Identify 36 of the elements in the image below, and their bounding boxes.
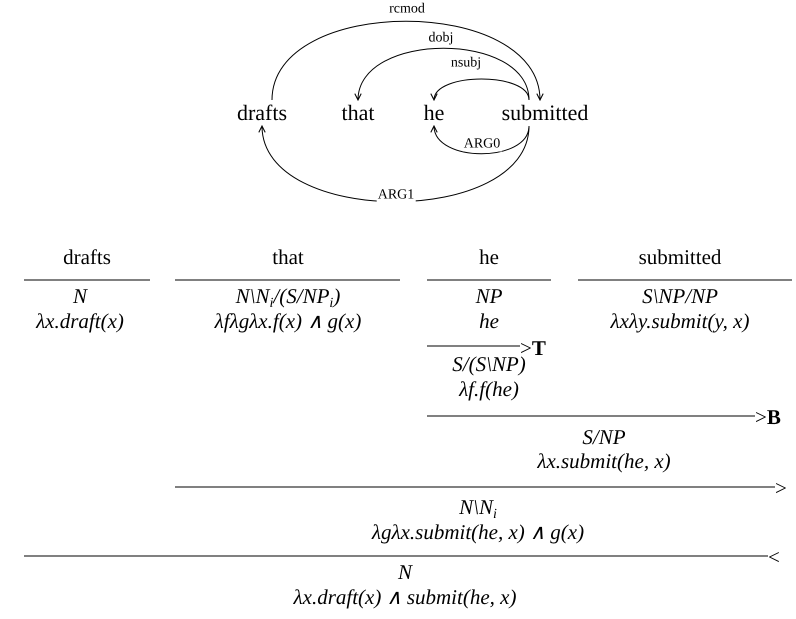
edge-label: dobj: [428, 30, 454, 46]
word: submitted: [502, 101, 588, 125]
math-expression: N: [398, 561, 412, 583]
math-expression: he: [479, 310, 499, 332]
word: that: [342, 101, 374, 125]
math-expression: NP: [476, 285, 502, 307]
dependency-arc: [432, 125, 530, 154]
math-expression: λx.submit(he, x): [537, 450, 671, 472]
math-expression: λf.f(he): [459, 378, 519, 400]
word: that: [272, 246, 304, 268]
math-expression: λgλx.submit(he, x) ∧ g(x): [372, 521, 584, 543]
math-expression: N\N$_{i}$: [459, 496, 497, 524]
dependency-arc: [432, 78, 530, 101]
math-expression: N: [73, 285, 87, 307]
word: he: [479, 246, 499, 268]
word: drafts: [63, 246, 111, 268]
math-expression: λfλgλx.f(x) ∧ g(x): [214, 310, 362, 332]
edge-label: nsubj: [450, 56, 482, 70]
word: he: [424, 101, 444, 125]
math-expression: S\NP/NP: [642, 285, 718, 307]
dependency-arc: [272, 20, 542, 101]
math-expression: N\N$_{i}$/(S/NP$_{i}$): [236, 285, 340, 313]
math-expression: S/NP: [582, 426, 626, 448]
word: submitted: [638, 246, 722, 268]
word: drafts: [236, 101, 288, 125]
math-expression: λxλy.submit(y, x): [610, 310, 750, 332]
rule-marker: >: [775, 477, 787, 499]
math-expression: λx.draft(x) ∧ submit(he, x): [294, 586, 516, 608]
math-expression: λx.draft(x): [36, 310, 124, 332]
edge-label: ARG0: [462, 136, 502, 152]
edge-label: ARG1: [376, 188, 416, 202]
rule-marker: <: [768, 546, 780, 568]
math-expression: S/(S\NP): [452, 353, 526, 375]
dependency-arc: [356, 48, 530, 101]
dependency-arc: [260, 125, 530, 202]
rule-marker: >B: [755, 406, 781, 428]
